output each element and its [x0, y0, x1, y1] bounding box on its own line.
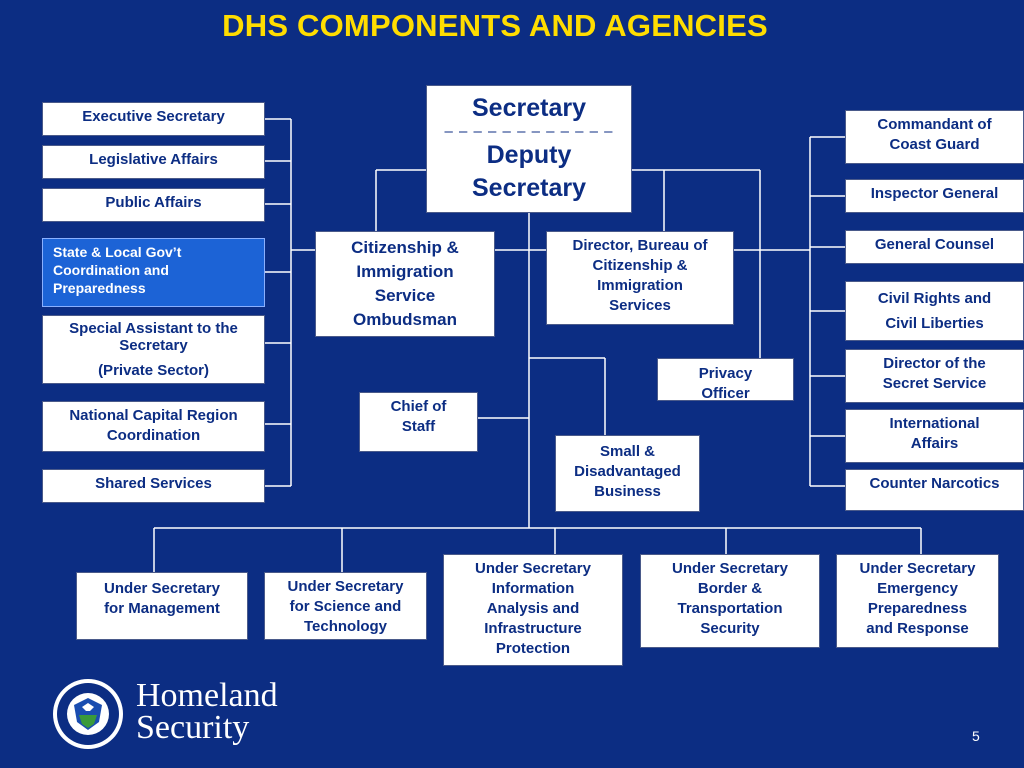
- box-label: Special Assistant to the: [69, 320, 238, 337]
- box-label: Coast Guard: [889, 136, 980, 153]
- deputy-label-1: Deputy: [486, 141, 572, 169]
- box-label: Analysis and: [486, 600, 580, 617]
- separator-line: – – – – – – – – – – – –: [444, 123, 614, 140]
- box-label: Public Affairs: [105, 194, 202, 211]
- box-label: Preparedness: [53, 280, 146, 296]
- legislative-affairs-box[interactable]: Legislative Affairs: [42, 145, 265, 179]
- secret-service-box[interactable]: Director of the Secret Service: [845, 349, 1024, 403]
- box-label: Service: [374, 286, 436, 305]
- deputy-label-2: Secretary: [472, 174, 586, 202]
- box-label: Small &: [599, 443, 656, 460]
- under-secretary-emergency-box[interactable]: Under Secretary Emergency Preparedness a…: [836, 554, 999, 648]
- box-label: Counter Narcotics: [869, 475, 1000, 492]
- under-secretary-information-box[interactable]: Under Secretary Information Analysis and…: [443, 554, 623, 666]
- under-secretary-science-box[interactable]: Under Secretary for Science and Technolo…: [264, 572, 427, 640]
- special-assistant-box[interactable]: Special Assistant to the Secretary (Priv…: [42, 315, 265, 384]
- national-capital-region-box[interactable]: National Capital Region Coordination: [42, 401, 265, 452]
- privacy-officer-box[interactable]: Privacy Officer: [657, 358, 794, 402]
- box-label: Under Secretary: [287, 578, 404, 595]
- ombudsman-box[interactable]: Citizenship & Immigration Service Ombuds…: [315, 231, 495, 337]
- box-label: Staff: [401, 418, 436, 435]
- box-label: Ombudsman: [353, 310, 457, 329]
- box-label: General Counsel: [874, 236, 995, 253]
- box-label: Under Secretary: [672, 560, 788, 577]
- box-label: Emergency: [877, 580, 958, 597]
- civil-rights-box[interactable]: Civil Rights and Civil Liberties: [845, 281, 1024, 341]
- under-secretary-management-box[interactable]: Under Secretary for Management: [76, 572, 248, 640]
- box-label: Under Secretary: [859, 560, 976, 577]
- box-label: Services: [609, 297, 671, 314]
- page-title: DHS COMPONENTS AND AGENCIES: [222, 8, 768, 43]
- small-business-box[interactable]: Small & Disadvantaged Business: [555, 435, 700, 512]
- box-label: Civil Liberties: [885, 315, 984, 332]
- box-label: Preparedness: [867, 600, 968, 617]
- box-label: Border &: [697, 580, 763, 597]
- box-label: Director of the: [883, 355, 986, 372]
- box-label: Under Secretary: [475, 560, 591, 577]
- chief-of-staff-box[interactable]: Chief of Staff: [359, 392, 478, 452]
- box-label: Citizenship &: [351, 238, 459, 257]
- box-label: Coordination and: [53, 262, 169, 278]
- box-label: Commandant of: [877, 116, 992, 133]
- secretary-box[interactable]: Secretary – – – – – – – – – – – – Deputy…: [426, 85, 632, 213]
- box-label: Infrastructure: [484, 620, 582, 637]
- logo-line-2: Security: [136, 709, 250, 746]
- dhs-seal-icon: [53, 679, 123, 749]
- box-label: and Response: [866, 620, 969, 637]
- general-counsel-box[interactable]: General Counsel: [845, 230, 1024, 264]
- box-label: Under Secretary: [104, 580, 220, 597]
- box-label: International: [889, 415, 980, 432]
- box-label: Director, Bureau of: [572, 237, 708, 254]
- executive-secretary-box[interactable]: Executive Secretary: [42, 102, 265, 136]
- box-label: Disadvantaged: [574, 463, 681, 480]
- box-label: Affairs: [910, 435, 959, 452]
- box-label: Shared Services: [95, 475, 212, 492]
- box-label: Immigration: [597, 277, 683, 294]
- box-label: Transportation: [677, 600, 783, 617]
- box-label: Legislative Affairs: [89, 151, 218, 168]
- box-label: Civil Rights and: [877, 290, 992, 307]
- box-label: for Management: [104, 600, 220, 617]
- logo-line-1: Homeland: [136, 677, 278, 714]
- box-label: Privacy: [698, 365, 753, 382]
- box-label: Inspector General: [870, 185, 999, 202]
- box-label: Protection: [495, 640, 571, 657]
- box-label: Information: [491, 580, 575, 597]
- counter-narcotics-box[interactable]: Counter Narcotics: [845, 469, 1024, 511]
- state-local-coordination-box[interactable]: State & Local Gov’t Coordination and Pre…: [42, 238, 265, 307]
- box-label: National Capital Region: [69, 407, 238, 424]
- box-label: Coordination: [106, 427, 201, 444]
- international-affairs-box[interactable]: International Affairs: [845, 409, 1024, 463]
- box-label: Secret Service: [882, 375, 987, 392]
- box-label: Officer: [701, 385, 750, 402]
- coast-guard-box[interactable]: Commandant of Coast Guard: [845, 110, 1024, 164]
- inspector-general-box[interactable]: Inspector General: [845, 179, 1024, 213]
- homeland-security-wordmark: Homeland Security: [136, 677, 278, 746]
- box-label: (Private Sector): [98, 362, 209, 379]
- box-label: for Science and: [289, 598, 402, 615]
- secretary-label: Secretary: [472, 94, 586, 122]
- page-number: 5: [972, 728, 980, 744]
- director-bureau-box[interactable]: Director, Bureau of Citizenship & Immigr…: [546, 231, 734, 325]
- box-label: Security: [700, 620, 760, 637]
- box-label: Technology: [303, 618, 388, 635]
- box-label: Business: [594, 483, 661, 500]
- box-label: Executive Secretary: [82, 108, 225, 125]
- box-label: Citizenship &: [592, 257, 688, 274]
- box-label: Chief of: [390, 398, 447, 415]
- public-affairs-box[interactable]: Public Affairs: [42, 188, 265, 222]
- under-secretary-border-box[interactable]: Under Secretary Border & Transportation …: [640, 554, 820, 648]
- box-label: State & Local Gov’t: [53, 244, 182, 260]
- box-label: Immigration: [356, 262, 454, 281]
- shared-services-box[interactable]: Shared Services: [42, 469, 265, 503]
- box-label: Secretary: [119, 337, 188, 354]
